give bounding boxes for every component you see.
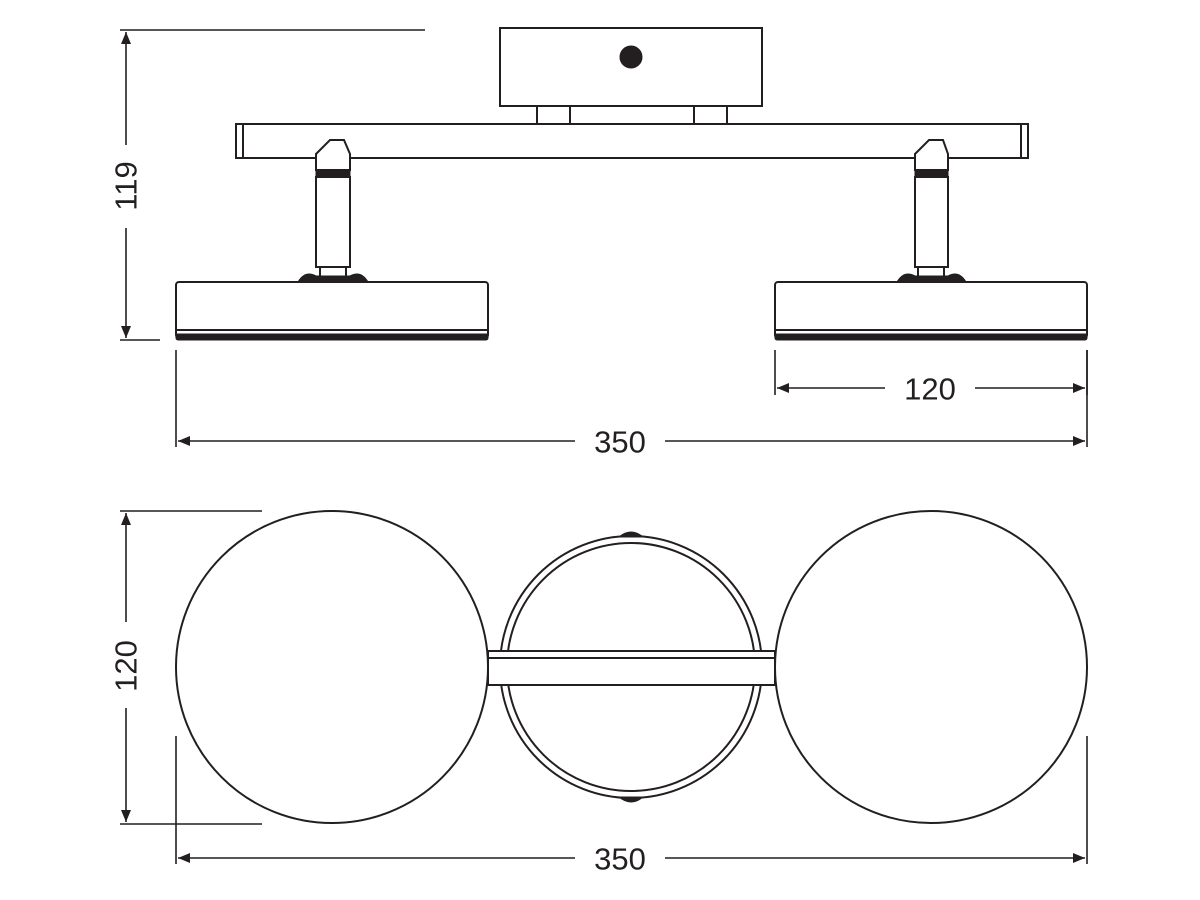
top-view: 120 350 bbox=[109, 510, 1088, 877]
depth-dimension: 120 bbox=[109, 510, 262, 825]
height-dimension: 119 bbox=[109, 29, 425, 341]
left-spot-arm bbox=[297, 139, 369, 283]
top-width-label: 350 bbox=[594, 842, 646, 877]
right-spot-head bbox=[774, 281, 1088, 341]
side-width-dimension: 350 bbox=[175, 350, 1088, 460]
side-view: 119 120 350 bbox=[109, 27, 1088, 460]
left-head-top bbox=[175, 510, 489, 824]
mount-screw-icon bbox=[619, 45, 643, 69]
depth-label: 120 bbox=[109, 640, 144, 692]
left-spot-head bbox=[175, 281, 489, 341]
top-bar bbox=[487, 650, 776, 686]
head-diameter-label: 120 bbox=[904, 372, 956, 407]
right-spot-arm bbox=[896, 139, 967, 283]
top-width-dimension: 350 bbox=[175, 736, 1088, 877]
height-label: 119 bbox=[109, 161, 144, 210]
side-width-label: 350 bbox=[594, 425, 646, 460]
head-diameter-dimension: 120 bbox=[774, 350, 1088, 407]
horizontal-bar bbox=[235, 123, 1029, 159]
right-head-top bbox=[774, 510, 1088, 824]
ceiling-mount-box bbox=[499, 27, 763, 107]
